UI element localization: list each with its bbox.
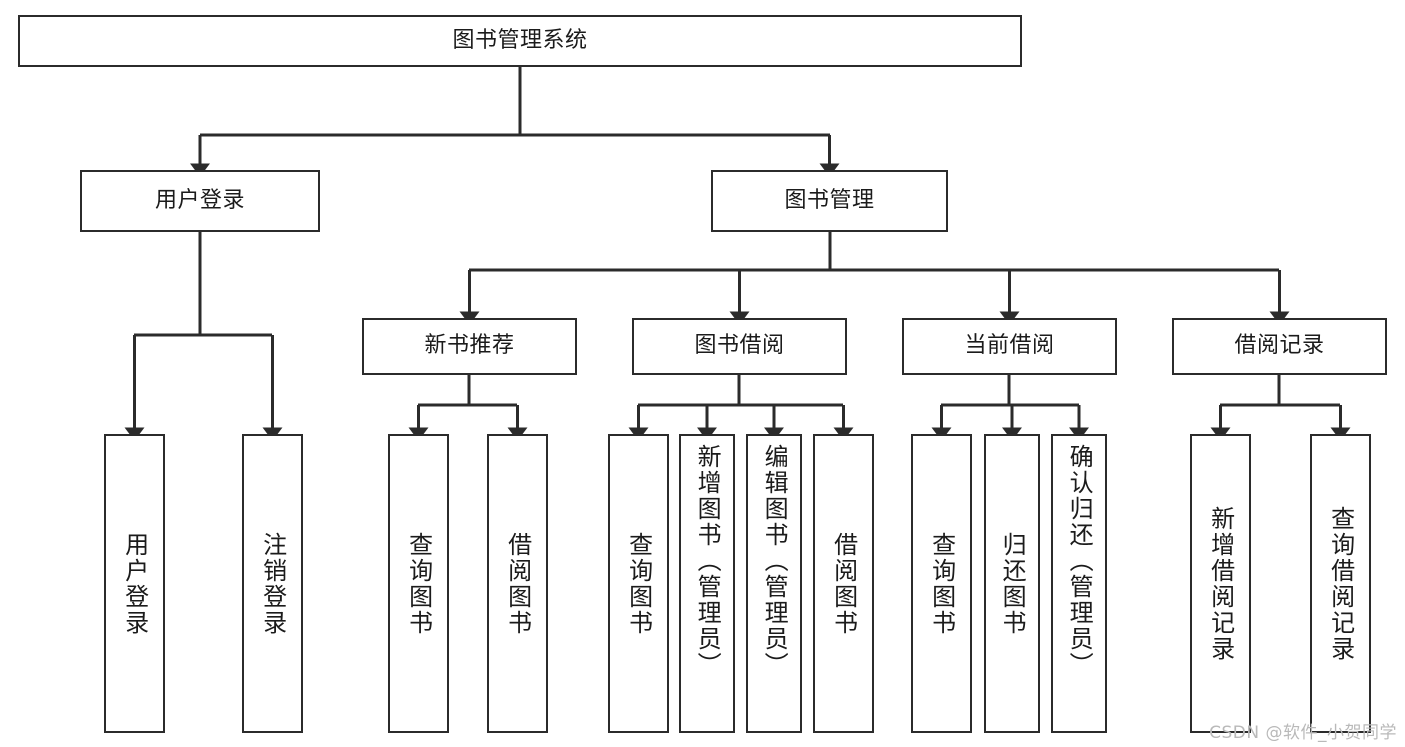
node-new-book-recommend[interactable]: 新书推荐: [362, 318, 577, 375]
leaf-query-borrow-record-label: 查询借阅记录: [1326, 505, 1355, 662]
leaf-borrow-book-1-label: 借阅图书: [503, 531, 532, 636]
leaf-logout[interactable]: 注销登录: [242, 434, 303, 733]
node-new-book-recommend-label: 新书推荐: [424, 333, 515, 359]
node-current-borrow-label: 当前借阅: [964, 333, 1055, 359]
leaf-query-book-1-label: 查询图书: [404, 531, 433, 636]
node-book-borrow[interactable]: 图书借阅: [632, 318, 847, 375]
leaf-query-book-1[interactable]: 查询图书: [388, 434, 449, 733]
leaf-query-book-2-label: 查询图书: [624, 531, 653, 636]
leaf-query-book-3-label: 查询图书: [927, 531, 956, 636]
node-root[interactable]: 图书管理系统: [18, 15, 1022, 67]
leaf-add-borrow-record[interactable]: 新增借阅记录: [1190, 434, 1251, 733]
leaf-query-borrow-record[interactable]: 查询借阅记录: [1310, 434, 1371, 733]
leaf-add-book[interactable]: 新增图书（管理员）: [679, 434, 735, 733]
leaf-return-book-label: 归还图书: [998, 531, 1027, 636]
leaf-confirm-return-label: 确认归还（管理员）: [1065, 444, 1094, 678]
leaf-edit-book[interactable]: 编辑图书（管理员）: [746, 434, 802, 733]
leaf-borrow-book-1[interactable]: 借阅图书: [487, 434, 548, 733]
leaf-user-login-label: 用户登录: [120, 531, 149, 636]
leaf-edit-book-label: 编辑图书（管理员）: [760, 444, 789, 678]
leaf-logout-label: 注销登录: [258, 531, 287, 636]
leaf-query-book-3[interactable]: 查询图书: [911, 434, 972, 733]
node-user-login-label: 用户登录: [154, 187, 245, 213]
node-user-login[interactable]: 用户登录: [80, 170, 320, 232]
leaf-borrow-book-2[interactable]: 借阅图书: [813, 434, 874, 733]
node-book-management[interactable]: 图书管理: [711, 170, 948, 232]
csdn-watermark: CSDN @软件_小贺同学: [1209, 723, 1397, 743]
leaf-borrow-book-2-label: 借阅图书: [829, 531, 858, 636]
leaf-return-book[interactable]: 归还图书: [984, 434, 1040, 733]
node-book-management-label: 图书管理: [784, 187, 875, 213]
leaf-query-book-2[interactable]: 查询图书: [608, 434, 669, 733]
leaf-user-login[interactable]: 用户登录: [104, 434, 165, 733]
node-current-borrow[interactable]: 当前借阅: [902, 318, 1117, 375]
leaf-add-borrow-record-label: 新增借阅记录: [1206, 505, 1235, 662]
leaf-add-book-label: 新增图书（管理员）: [693, 444, 722, 678]
node-root-label: 图书管理系统: [452, 27, 588, 53]
node-borrow-record[interactable]: 借阅记录: [1172, 318, 1387, 375]
node-book-borrow-label: 图书借阅: [694, 333, 785, 359]
node-borrow-record-label: 借阅记录: [1234, 333, 1325, 359]
leaf-confirm-return[interactable]: 确认归还（管理员）: [1051, 434, 1107, 733]
